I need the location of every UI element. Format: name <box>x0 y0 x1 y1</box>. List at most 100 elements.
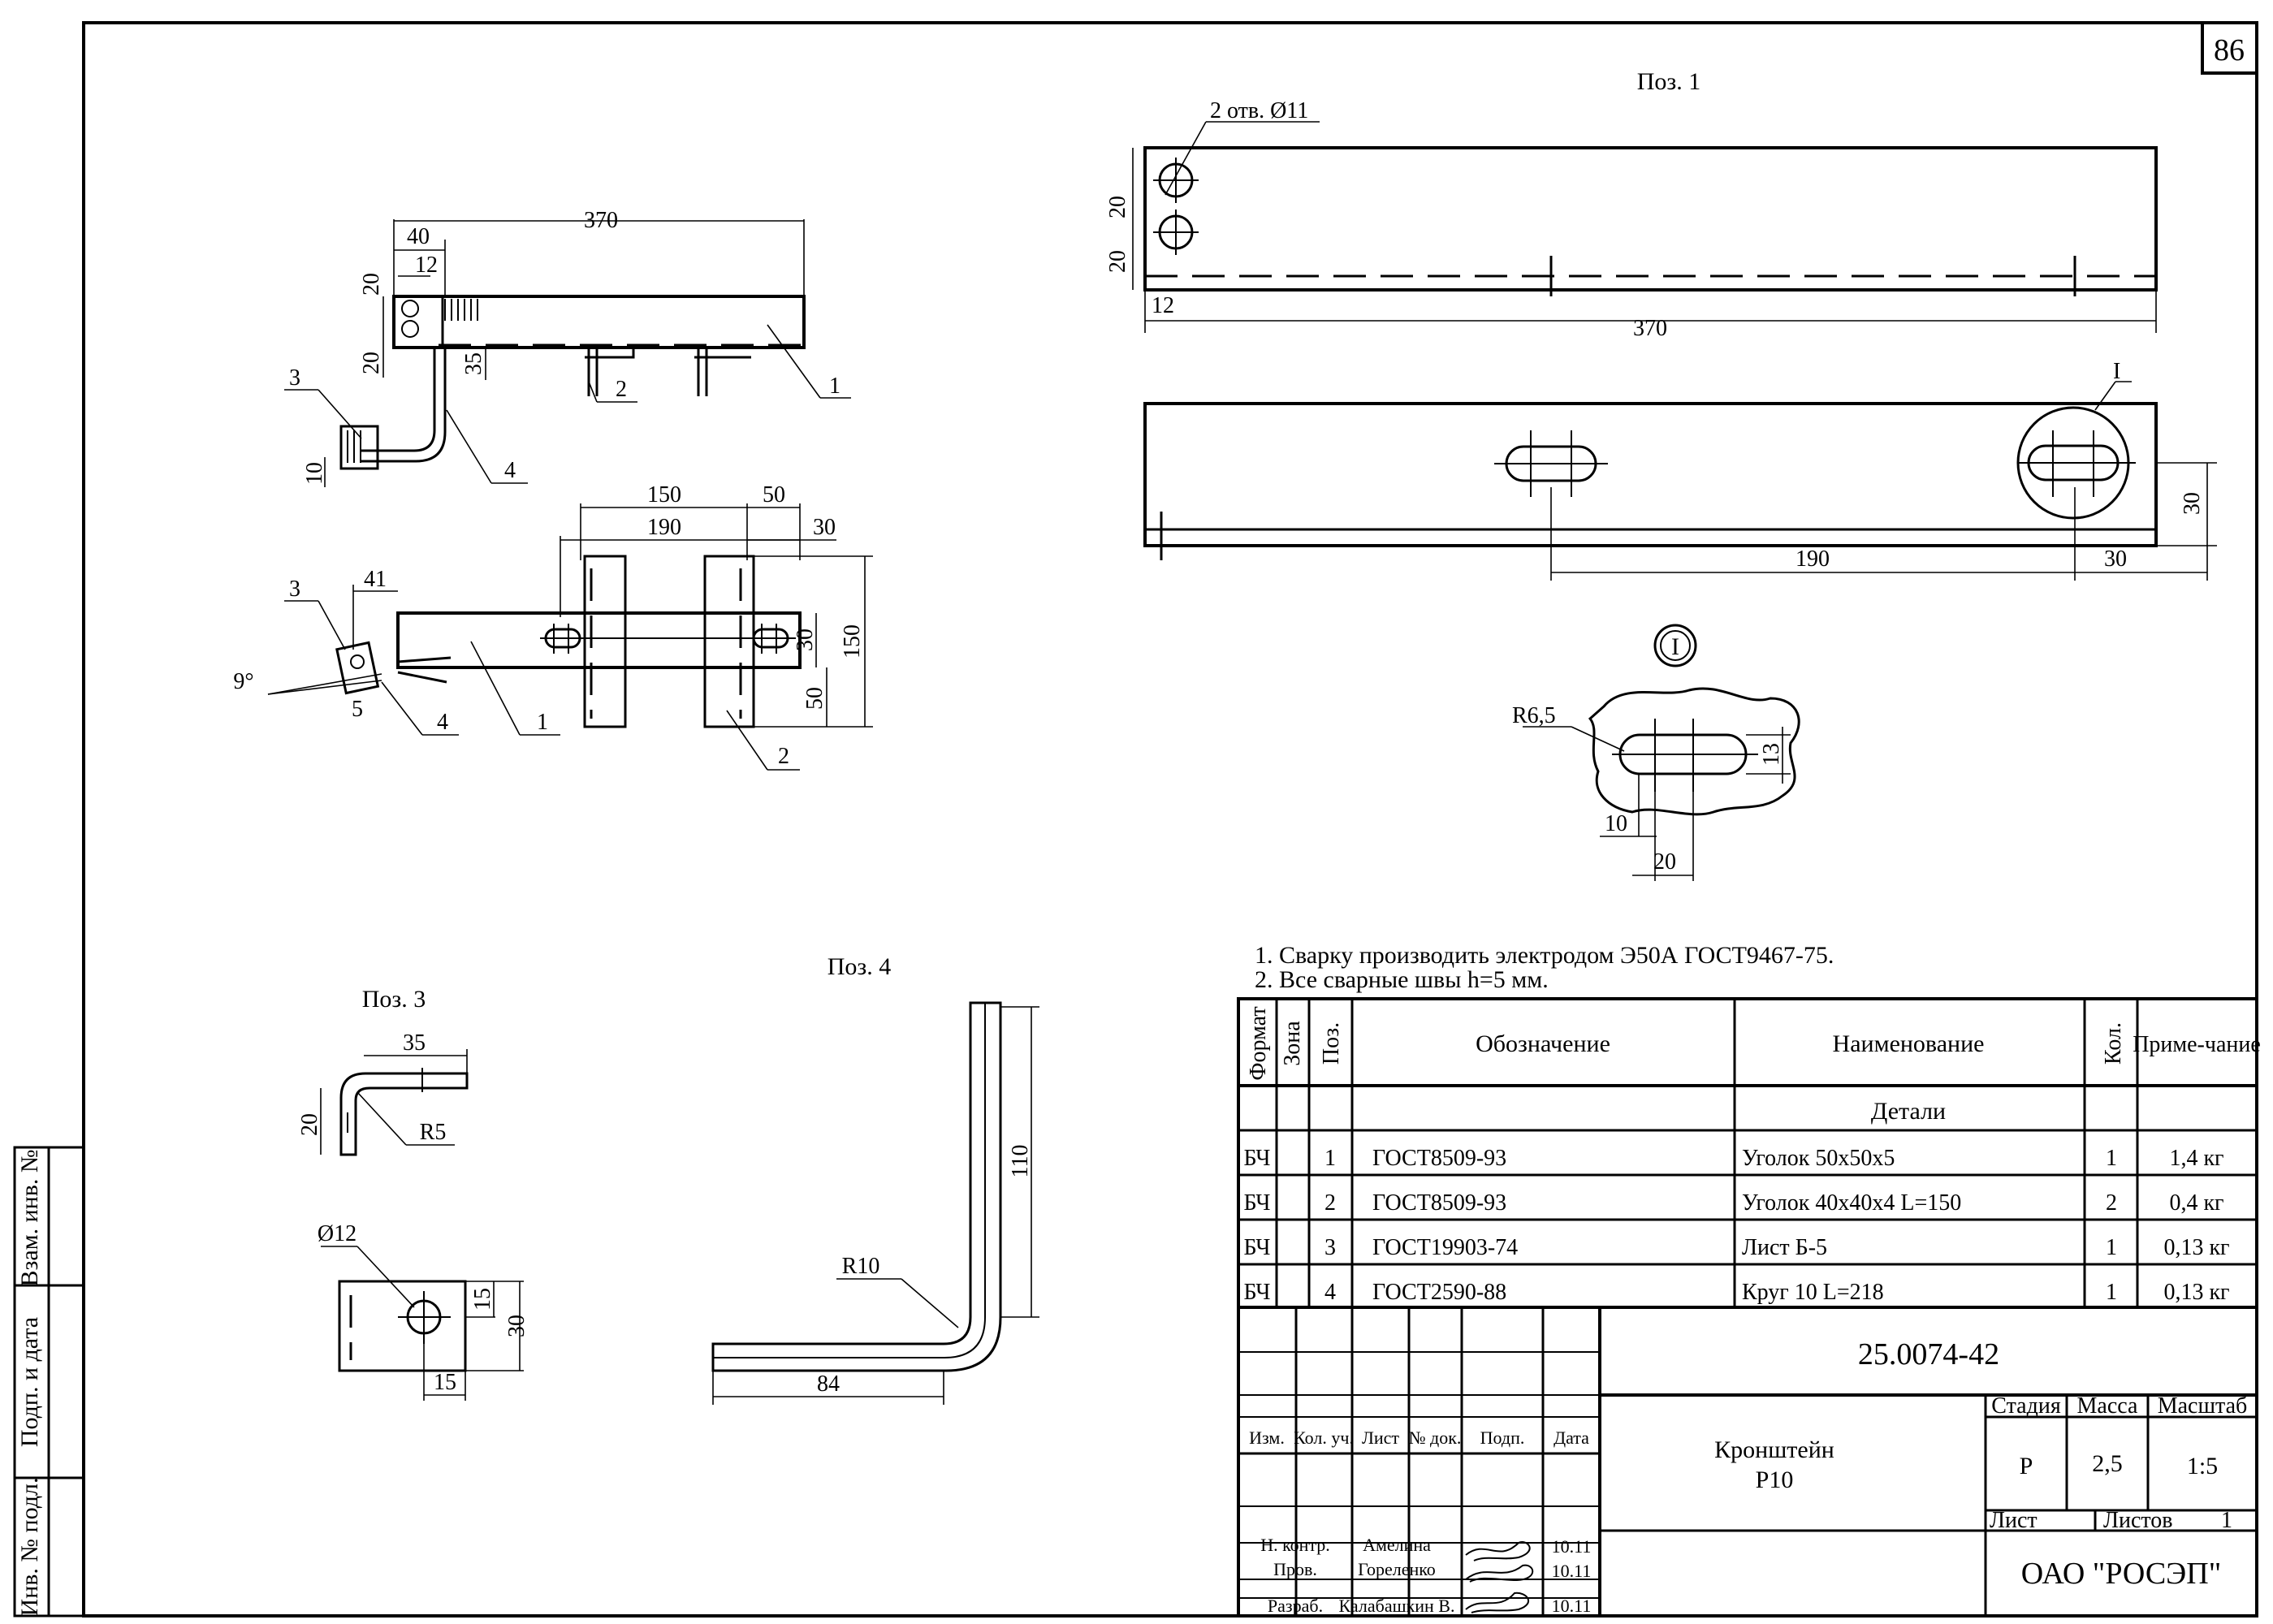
spec-cell-qty: 2 <box>2106 1190 2117 1216</box>
svg-text:20: 20 <box>297 1113 322 1136</box>
signature-2 <box>1465 1564 1534 1583</box>
spec-cell-format: БЧ <box>1244 1190 1271 1216</box>
svg-text:84: 84 <box>817 1371 840 1397</box>
svg-text:Масса: Масса <box>2077 1393 2139 1419</box>
spec-cell-note: 1,4 кг <box>2169 1146 2223 1171</box>
svg-text:Обозначение: Обозначение <box>1476 1030 1610 1057</box>
svg-text:5: 5 <box>352 697 363 722</box>
svg-text:30: 30 <box>2104 546 2127 572</box>
svg-text:50: 50 <box>763 482 785 508</box>
svg-text:35: 35 <box>461 352 486 375</box>
svg-text:3: 3 <box>289 365 300 391</box>
pos4-title: Поз. 4 <box>828 953 892 980</box>
detail-marker: I <box>2113 359 2120 384</box>
svg-text:1: 1 <box>2221 1508 2232 1533</box>
svg-text:4: 4 <box>437 710 448 735</box>
pos4-view: Поз. 4 110 R10 84 <box>711 953 1039 1405</box>
svg-text:20: 20 <box>1105 250 1130 273</box>
svg-text:Ø12: Ø12 <box>318 1221 357 1246</box>
side-stamp: Взам. инв. № Подп. и дата Инв. № подл. <box>13 1146 85 1618</box>
svg-text:30: 30 <box>504 1315 529 1337</box>
svg-text:Приме-чание: Приме-чание <box>2133 1032 2261 1057</box>
spec-cell-designation: ГОСТ2590-88 <box>1372 1280 1506 1305</box>
spec-cell-pos: 3 <box>1324 1235 1336 1260</box>
spec-cell-note: 0,13 кг <box>2163 1235 2229 1260</box>
title-block: Изм. Кол. уч. Лист № док. Подп. Дата Н. … <box>1237 1306 2258 1618</box>
spec-cell-note: 0,4 кг <box>2169 1190 2223 1216</box>
svg-text:4: 4 <box>504 458 516 483</box>
spec-cell-name: Лист Б-5 <box>1742 1235 1827 1260</box>
sheet-number: 86 <box>2214 33 2245 67</box>
title-line-1: Кронштейн <box>1714 1436 1834 1463</box>
spec-cell-format: БЧ <box>1244 1235 1271 1260</box>
spec-cell-note: 0,13 кг <box>2163 1280 2229 1305</box>
svg-text:150: 150 <box>840 624 865 659</box>
svg-text:1:5: 1:5 <box>2187 1453 2218 1479</box>
spec-cell-qty: 1 <box>2106 1235 2117 1260</box>
svg-text:12: 12 <box>1152 293 1174 318</box>
svg-text:15: 15 <box>470 1288 495 1311</box>
svg-text:Листов: Листов <box>2103 1508 2173 1533</box>
svg-text:I: I <box>1671 633 1679 660</box>
svg-text:30: 30 <box>813 515 836 540</box>
svg-text:2: 2 <box>616 377 627 402</box>
svg-text:Пров.: Пров. <box>1273 1559 1317 1579</box>
spec-cell-pos: 2 <box>1324 1190 1336 1216</box>
svg-text:Стадия: Стадия <box>1991 1393 2061 1419</box>
svg-text:Наименование: Наименование <box>1833 1030 1985 1057</box>
svg-text:Калабашкин В.: Калабашкин В. <box>1339 1596 1455 1616</box>
svg-text:1: 1 <box>829 374 840 399</box>
svg-text:40: 40 <box>407 224 430 249</box>
stamp-vzam: Взам. инв. № <box>16 1149 43 1286</box>
svg-text:1: 1 <box>537 710 548 735</box>
svg-text:Р: Р <box>2020 1453 2033 1479</box>
svg-text:R6,5: R6,5 <box>1512 703 1556 728</box>
note-2: 2. Все сварные швы h=5 мм. <box>1255 966 1549 993</box>
spec-cell-designation: ГОСТ8509-93 <box>1372 1190 1506 1216</box>
svg-text:190: 190 <box>647 515 681 540</box>
signature-3 <box>1465 1592 1530 1613</box>
stamp-podp: Подп. и дата <box>16 1317 43 1447</box>
svg-text:190: 190 <box>1795 546 1830 572</box>
svg-text:50: 50 <box>802 687 828 710</box>
svg-text:Гореленко: Гореленко <box>1358 1559 1436 1579</box>
svg-text:10.11: 10.11 <box>1552 1536 1592 1557</box>
svg-text:20: 20 <box>359 352 384 374</box>
note-1: 1. Сварку производить электродом Э50А ГО… <box>1255 942 1834 969</box>
svg-text:Изм.: Изм. <box>1249 1427 1285 1448</box>
spec-cell-pos: 4 <box>1324 1280 1336 1305</box>
signature-1 <box>1465 1541 1531 1561</box>
svg-text:20: 20 <box>1653 849 1676 875</box>
spec-cell-format: БЧ <box>1244 1146 1271 1171</box>
svg-text:30: 30 <box>793 628 818 651</box>
svg-text:Амелина: Амелина <box>1363 1535 1431 1555</box>
stamp-inv: Инв. № подл. <box>16 1478 43 1617</box>
pos3-title: Поз. 3 <box>362 986 426 1013</box>
svg-text:35: 35 <box>403 1030 426 1056</box>
svg-text:12: 12 <box>415 253 438 278</box>
spec-cell-name: Круг 10 L=218 <box>1742 1280 1884 1305</box>
svg-text:150: 150 <box>647 482 681 508</box>
svg-text:Кол. уч.: Кол. уч. <box>1294 1427 1354 1448</box>
svg-text:Н. контр.: Н. контр. <box>1260 1535 1330 1555</box>
spec-cell-pos: 1 <box>1324 1146 1336 1171</box>
svg-text:110: 110 <box>1008 1145 1033 1178</box>
svg-text:10.11: 10.11 <box>1552 1596 1592 1616</box>
spec-cell-format: БЧ <box>1244 1280 1271 1305</box>
svg-text:R10: R10 <box>842 1254 880 1279</box>
pos1-view: Поз. 1 2 отв. Ø11 20 20 12 370 <box>1105 68 2217 581</box>
svg-text:Поз.: Поз. <box>1319 1022 1344 1065</box>
svg-text:370: 370 <box>1633 316 1667 341</box>
svg-text:Формат: Формат <box>1246 1006 1271 1080</box>
assembly-plan-view: 150 50 190 30 41 30 150 50 9 <box>233 482 873 771</box>
svg-text:Зона: Зона <box>1280 1021 1305 1066</box>
svg-text:20: 20 <box>359 273 384 296</box>
svg-text:Лист: Лист <box>1362 1427 1399 1448</box>
organization: ОАО "РОСЭП" <box>2021 1557 2221 1591</box>
svg-text:13: 13 <box>1759 743 1784 766</box>
svg-text:10: 10 <box>1605 811 1627 836</box>
spec-cell-designation: ГОСТ8509-93 <box>1372 1146 1506 1171</box>
sheet-number-box <box>2201 21 2258 75</box>
svg-text:Лист: Лист <box>1990 1508 2037 1533</box>
